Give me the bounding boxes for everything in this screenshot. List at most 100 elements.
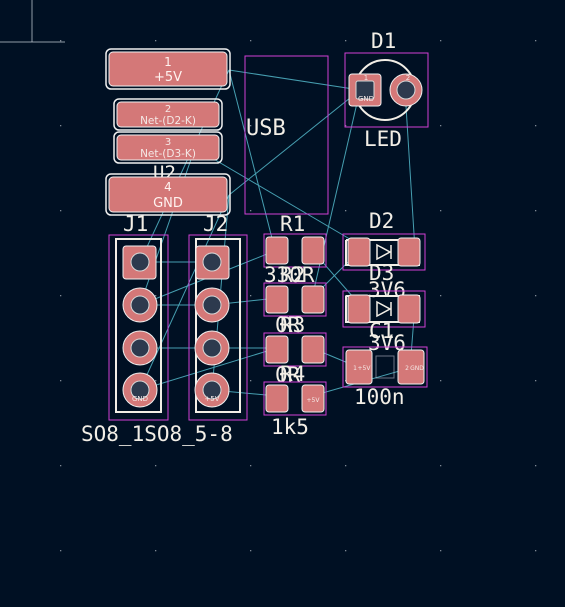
footprint-resistor-r1[interactable]: R1 330R [263,212,327,287]
r2-pad-2[interactable] [301,285,325,314]
j1-pin-1[interactable] [122,245,157,280]
c1-pad-2-net: GND [410,365,424,372]
r4-pad-2-net: +5V [307,397,321,404]
grid-dot [440,465,442,467]
usb-pad-2[interactable]: 2 Net-(D2-K) [113,98,223,131]
d1-pad-1[interactable]: 1 GND [348,73,382,107]
r1-pad-1[interactable] [265,236,289,265]
grid-dot [60,210,62,212]
usb-pad-3[interactable]: 3 Net-(D3-K) [113,131,223,164]
grid-dot [155,295,157,297]
d1-pad-2[interactable]: 2 [389,73,423,107]
usb-pad-3-net: Net-(D3-K) [140,148,196,160]
grid-dot [60,40,62,42]
usb-pad-4[interactable]: 4 GND [105,173,231,216]
grid-dot [250,210,252,212]
d3-pad-1[interactable] [347,294,371,324]
d1-pad-1-number: 1 [364,74,368,82]
d2-courtyard [342,233,426,271]
footprint-usb-header-u2[interactable]: USB 1 +5V 2 Net-(D2-K) 3 Net-(D3-K) U2 4 [105,48,329,216]
grid-dot [60,550,62,552]
c1-pad-1-net: +5V [358,365,372,372]
footprint-header-j1[interactable]: J1 GND [108,212,169,421]
j1-reference-label: J1 [123,212,148,236]
usb-pad-1-number: 1 [164,55,172,69]
r1-reference-label: R1 [280,212,305,236]
d1-pad-2-number: 2 [406,74,410,82]
j2-courtyard [188,234,248,421]
grid-dot [155,380,157,382]
footprint-resistor-r3[interactable]: R3 0R [263,313,327,387]
r3-pad-2[interactable] [301,335,325,364]
grid-dot [250,40,252,42]
grid-dot [440,380,442,382]
c1-fab-outline [375,355,395,379]
grid-dot [60,380,62,382]
grid-dot [535,550,537,552]
grid-dot [250,380,252,382]
d3-pad-2[interactable] [397,294,421,324]
c1-pad-2[interactable]: 2 GND [397,349,425,385]
grid-dot [155,550,157,552]
j1-pin-3[interactable] [122,330,158,366]
grid-dot [535,210,537,212]
r1-pad-2[interactable] [301,236,325,265]
c1-pad-1-number: 1 [353,365,357,372]
j1-pin-2[interactable] [122,287,158,323]
grid-dot [345,40,347,42]
grid-dot [155,465,157,467]
grid-dot [60,295,62,297]
grid-dot [535,380,537,382]
j1-pin-4-net: GND [132,395,148,403]
footprint-resistor-r4[interactable]: R4 +5V 1k5 [263,362,327,439]
footprint-led-d1[interactable]: D1 1 GND 2 LED [344,29,429,151]
c1-reference-label: C1 [369,319,394,343]
j2-pin-3[interactable] [194,330,230,366]
grid-dot [535,465,537,467]
r3-value-label: 0R [275,363,301,387]
usb-pad-1[interactable]: 1 +5V [105,48,231,90]
c1-pad-1[interactable]: 1 +5V [345,349,373,385]
r4-pad-1[interactable] [265,384,289,413]
footprint-capacitor-c1[interactable]: C1 1 +5V 2 GND 100n [342,319,428,409]
r4-pad-2[interactable] [301,384,325,413]
origin-crosshair [0,0,65,43]
grid-dot [345,210,347,212]
j1-silkscreen-outline [115,238,162,413]
grid-dot [250,125,252,127]
c1-value-label: 100n [354,385,405,409]
j2-pin-1[interactable] [195,245,230,280]
j2-pin-4-net: +5V [204,395,219,403]
r3-pad-1[interactable] [265,335,289,364]
c1-courtyard [342,346,428,388]
j1-courtyard [108,234,169,421]
grid-dot [250,550,252,552]
d2-pad-1[interactable] [347,237,371,267]
grid-dot [60,465,62,467]
j2-pin-4[interactable]: +5V [194,372,230,408]
r3-courtyard [263,332,327,367]
j1-pin-4[interactable]: GND [122,372,158,408]
usb-pad-2-number: 2 [165,104,171,115]
grid-dot [60,125,62,127]
footprint-resistor-r2[interactable]: R2 0R [263,263,327,337]
grid-dot [535,125,537,127]
grid-dot [535,40,537,42]
grid-dots [60,40,537,552]
j2-pin-2[interactable] [194,287,230,323]
usb-courtyard [244,55,329,215]
grid-dot [440,550,442,552]
d1-reference-label: D1 [371,29,396,53]
grid-dot [345,465,347,467]
grid-dot [155,40,157,42]
footprint-header-j2[interactable]: J2 +5V [188,212,248,421]
footprint-zener-d2[interactable]: D2 3V6 [342,209,426,302]
d2-pad-2[interactable] [397,237,421,267]
r2-pad-1[interactable] [265,285,289,314]
grid-dot [345,550,347,552]
grid-dot [440,125,442,127]
usb-pad-1-net: +5V [154,70,182,85]
usb-pad-4-net: GND [153,196,183,211]
usb-pad-4-number: 4 [164,180,172,194]
